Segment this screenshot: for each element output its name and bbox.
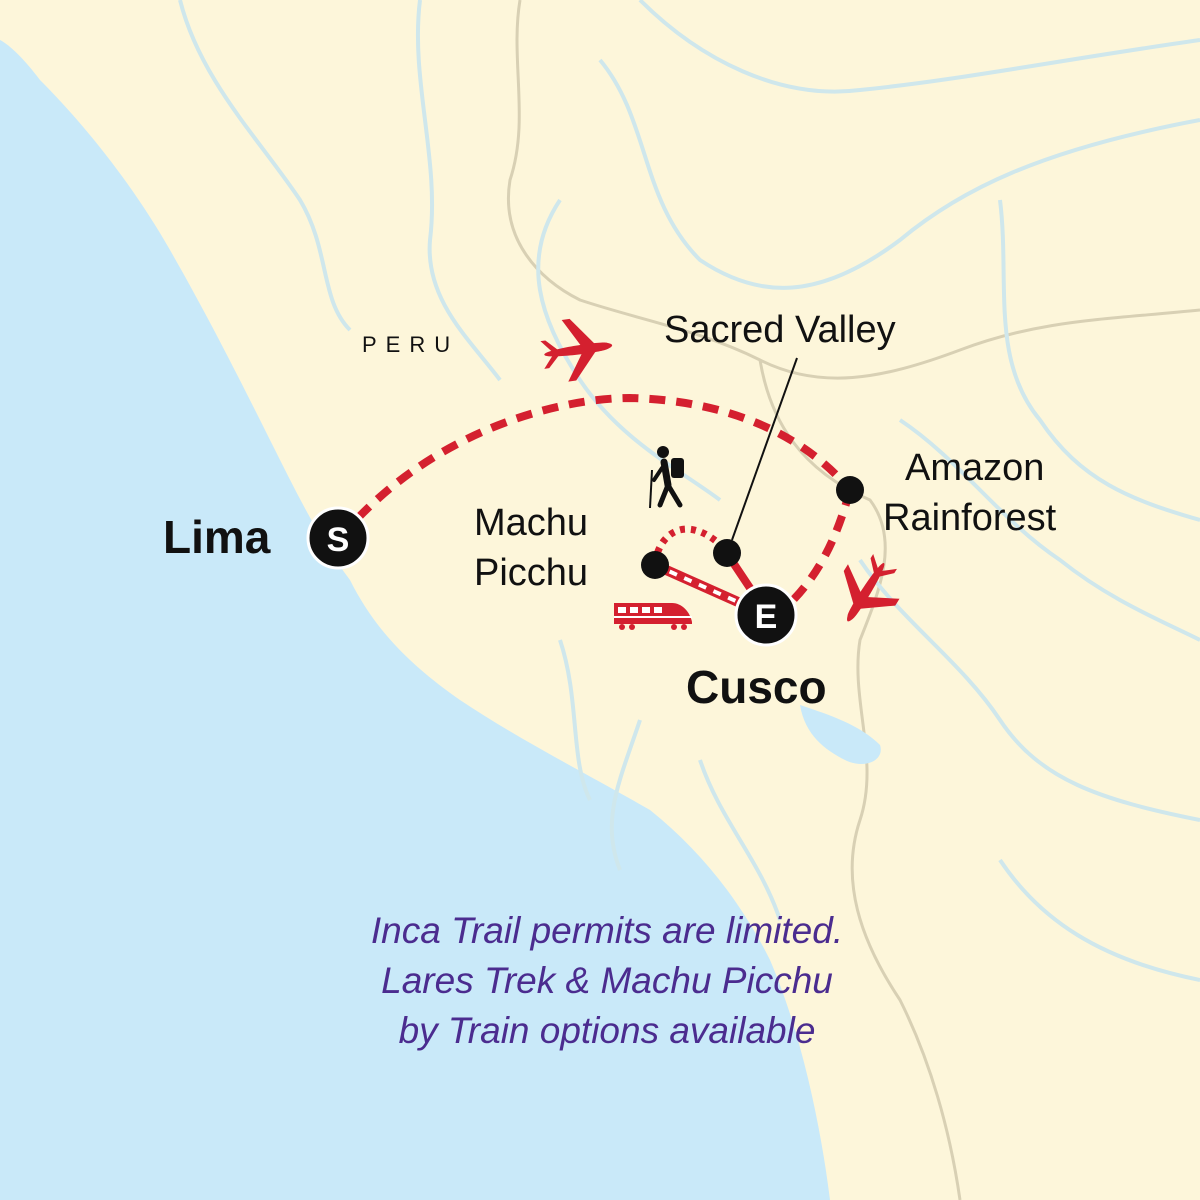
note-line-1: Inca Trail permits are limited. xyxy=(371,910,843,951)
note-line-3: by Train options available xyxy=(399,1010,816,1051)
note-line-2: Lares Trek & Machu Picchu xyxy=(381,960,833,1001)
end-marker: E xyxy=(734,583,798,647)
amazon-cusco-route xyxy=(782,488,854,611)
end-marker-letter: E xyxy=(755,598,778,636)
sacred-valley-leader xyxy=(731,357,798,541)
stop-machu-picchu xyxy=(641,551,669,579)
start-marker-letter: S xyxy=(327,521,350,559)
sacred-valley-label: Sacred Valley xyxy=(664,309,896,351)
plane-icon xyxy=(540,318,613,382)
amazon-label-line1: Amazon xyxy=(905,447,1044,489)
amazon-label-line2: Rainforest xyxy=(883,497,1057,539)
start-marker: S xyxy=(306,506,370,570)
stop-sacred-valley xyxy=(713,539,741,567)
cusco-label: Cusco xyxy=(686,661,827,713)
machu-picchu-label-line1: Machu xyxy=(474,502,588,544)
train-icon xyxy=(614,603,692,630)
lima-label: Lima xyxy=(163,511,271,563)
flight-route xyxy=(336,393,854,541)
lake xyxy=(800,705,881,765)
hiker-icon xyxy=(649,446,684,509)
plane-icon xyxy=(843,554,900,622)
country-label: PERU xyxy=(362,332,459,357)
stop-amazon xyxy=(836,476,864,504)
machu-picchu-label-line2: Picchu xyxy=(474,552,588,594)
